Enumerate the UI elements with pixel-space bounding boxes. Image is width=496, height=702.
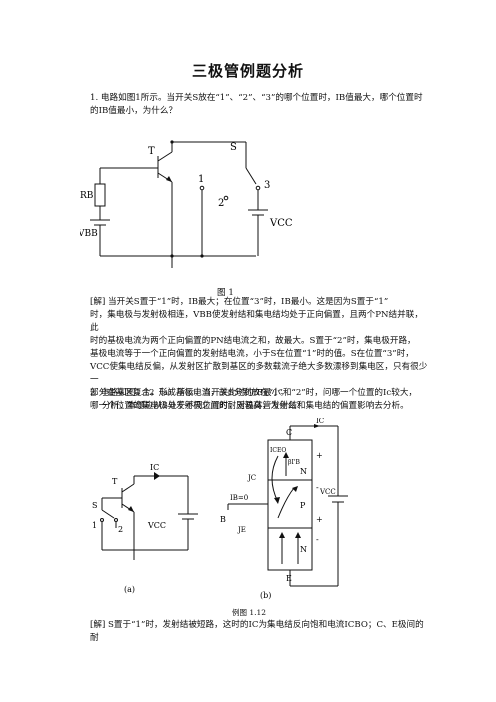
fig2b-label-jc: JC [247,474,256,482]
fig2a-label-t: T [112,477,118,486]
fig2b-label-n-bot: N [300,545,307,554]
figure-1-caption: 图 1 [217,288,234,298]
answer-1-line-3: 时的基极电流为两个正向偏置的PN结电流之和，故最大。S置于“2”时，集电极开路， [90,336,416,346]
fig2b-label-ib: IB=0 [230,494,248,502]
fig2b-label-p: P [300,501,306,510]
fig2a-label-2: 2 [118,525,123,534]
fig2a-label-ic: IC [150,463,159,472]
answer-1-analysis: 分析：本题应从S处于不同位置时，对晶体管发射结和集电结的偏置影响去分析。 [102,401,409,411]
fig1-label-2: 2 [218,198,224,209]
fig2b-label-ic: IC [316,418,324,425]
question-1: 1. 电路如图1所示。当开关S放在“1”、“2”、“3”的哪个位置时，IB值最大… [90,92,430,118]
figure-2-caption: 例图 1.12 [232,608,267,617]
fig2b-label-je: JE [237,526,246,534]
fig2a-label-s: S [92,501,97,510]
fig1-label-1: 1 [198,174,204,185]
answer-1-line-5: VCC使集电结反偏，从发射区扩散到基区的多数载流子绝大多数漂移到集电区，只有很少… [90,362,428,385]
fig1-label-vbb: VBB [80,229,98,239]
question-2: 2. 电路如图1.12（a）所示。当开关S分别放在“1”和“2”时，问哪一个位置… [90,387,430,413]
fig2b-label-beta: βI'B [288,459,300,466]
answer-1-line-1: [解] 当开关S置于“1”时，IB最大；在位置“3”时，IB最小。这是因为S置于… [90,297,389,307]
figure-2a-circuit: T IC S 1 2 VCC (a) [92,463,198,594]
fig1-label-3: 3 [264,180,270,191]
fig2b-label-n-top: N [300,467,307,476]
fig2b-minus-1: - [316,483,319,492]
fig2b-label-c: C [286,428,292,437]
fig1-label-rb: RB [80,191,94,201]
answer-2: [解] S置于“1”时，发射结被短路，这时的IC为集电结反向饱和电流ICBO；C… [90,619,430,645]
fig2a-sub-caption: (a) [124,585,135,594]
question-2-line-1: 2. 电路如图1.12（a）所示。当开关S分别放在“1”和“2”时，问哪一个位置… [90,388,418,398]
fig2b-label-vcc: VCC [319,488,336,496]
fig2b-label-iceo: ICEO [270,447,286,454]
fig2b-label-e: E [286,574,292,583]
fig2b-plus-2: + [316,515,323,524]
figure-2b-diagram: C IC ICEO βI'B N P N JC IB=0 B JE E VCC … [220,418,348,600]
fig2a-label-vcc: VCC [147,521,166,530]
answer-2-line-1: [解] S置于“1”时，发射结被短路，这时的IC为集电结反向饱和电流ICBO；C… [90,620,424,643]
fig2a-label-1: 1 [92,521,97,530]
fig2b-label-b: B [220,515,226,524]
page-title: 三极管例题分析 [191,62,304,80]
fig2b-minus-2: - [316,535,319,544]
fig1-label-t: T [148,146,155,157]
fig1-label-vcc: VCC [269,218,293,229]
fig2b-plus-1: + [316,451,323,460]
fig1-label-s: S [230,142,237,153]
fig2b-sub-caption: (b) [260,591,271,600]
question-1-line-1: 1. 电路如图1所示。当开关S放在“1”、“2”、“3”的哪个位置时，IB值最大… [90,93,423,103]
question-2-line-2: 哪一个位置的集电极与发射极之间的耐压较高，为什么？ [90,401,305,411]
answer-1: [解] 当开关S置于“1”时，IB最大；在位置“3”时，IB最小。这是因为S置于… [90,296,430,413]
question-1-line-2: 的IB值最小，为什么？ [90,106,178,116]
answer-1-line-2: 时，集电极与发射极相连，VBB使发射结和集电结均处于正向偏置，且两个PN结并联，… [90,310,423,333]
answer-1-line-4: 基极电流等于一个正向偏置的发射结电流，小于S在位置“1”时的值。S在位置“3”时… [90,349,414,359]
answer-1-line-6: 部分在基区复合，形成基极电流，故此时的IB最小。 [90,388,289,398]
figure-1-circuit: T S RB VBB VCC 1 2 3 [80,140,293,268]
